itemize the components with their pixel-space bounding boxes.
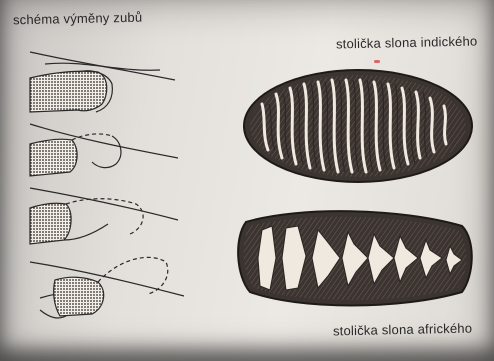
- replacement-stage-2: [30, 124, 178, 176]
- african-elephant-molar: [238, 211, 472, 305]
- replacement-stage-4: [30, 257, 184, 318]
- replacement-stage-1: [30, 52, 175, 112]
- indian-elephant-molar: [244, 70, 472, 182]
- replacement-stage-3: [30, 188, 178, 244]
